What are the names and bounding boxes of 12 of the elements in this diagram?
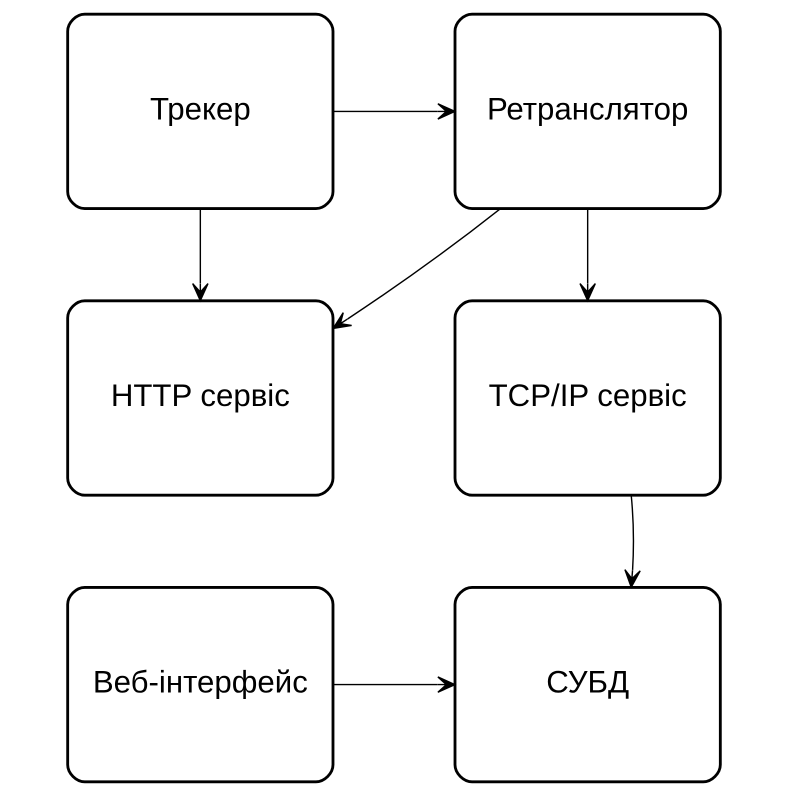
node-box: СУБД xyxy=(453,586,722,784)
node-box: TCP/IP сервіс xyxy=(453,299,722,497)
arrow xyxy=(624,495,640,588)
arrow xyxy=(332,208,500,330)
arrow xyxy=(191,208,208,302)
arrow xyxy=(578,208,596,302)
arrow xyxy=(332,103,456,120)
node-box: HTTP сервіс xyxy=(66,299,334,497)
arrow xyxy=(332,676,456,693)
node-box: Трекер xyxy=(66,12,334,210)
node-box: Веб-інтерфейс xyxy=(66,586,334,784)
node-box: Ретранслятор xyxy=(453,12,722,210)
